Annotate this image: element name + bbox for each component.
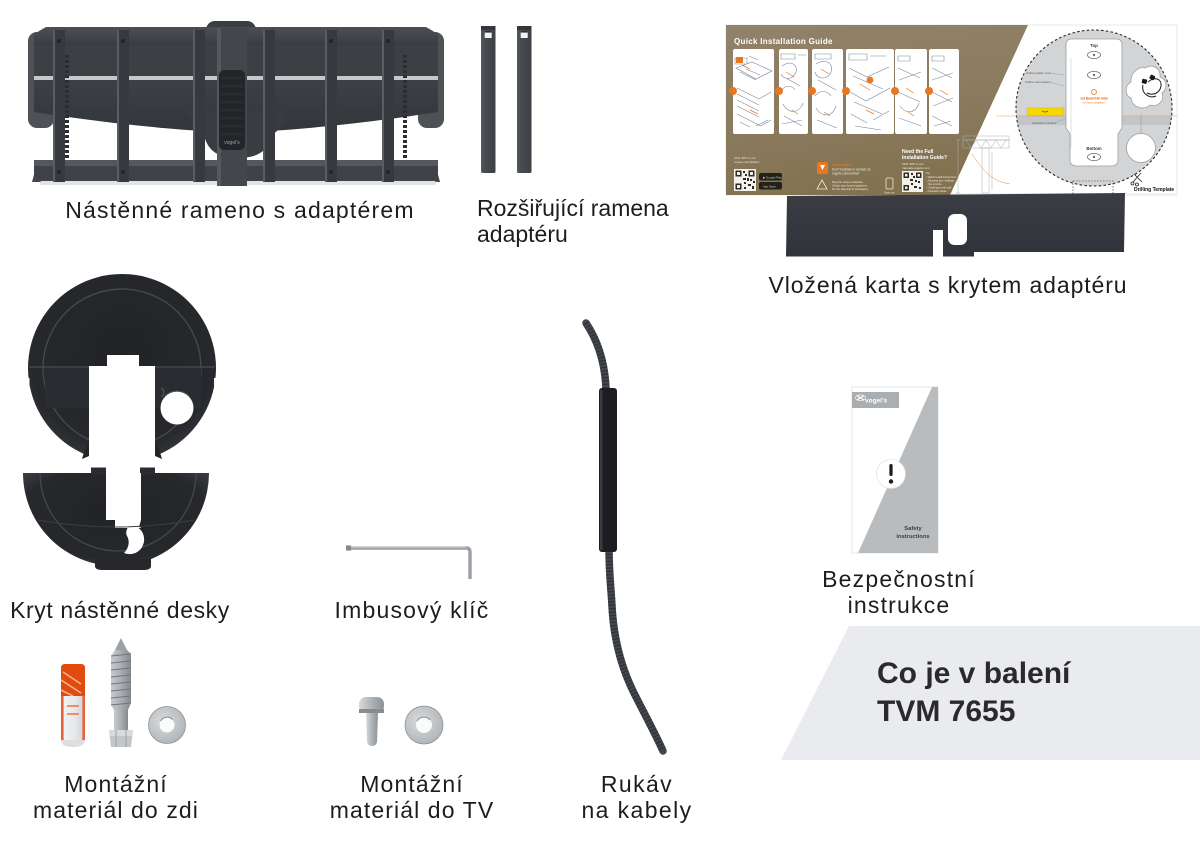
svg-text:0161 085 xx xxx: 0161 085 xx xxx (902, 162, 924, 166)
svg-text:Check your local regulations: Check your local regulations (832, 184, 868, 188)
svg-text:for easy installation: for easy installation (1082, 101, 1106, 105)
svg-text:Scan me: Scan me (884, 191, 895, 195)
svg-text:▶ Google Play: ▶ Google Play (763, 175, 782, 179)
svg-text:for the disposal of packaging.: for the disposal of packaging. (832, 187, 869, 191)
svg-text:- Tips & tricks: - Tips & tricks (926, 182, 942, 186)
svg-text:vogels.com/contact: vogels.com/contact (832, 172, 859, 176)
svg-text:0161 085 xx xxx: 0161 085 xx xxx (734, 156, 756, 160)
svg-text:App Store: App Store (763, 184, 776, 188)
svg-text:- Adjusting tips / settings: - Adjusting tips / settings (926, 179, 955, 183)
svg-text:Recycle carton materials.: Recycle carton materials. (832, 180, 864, 184)
svg-text:- Watch install instructions: - Watch install instructions (926, 175, 957, 179)
svg-text:- Challenges with wall: - Challenges with wall (926, 186, 952, 190)
svg-text:instructions: instructions (896, 534, 929, 540)
svg-text:vogel's: vogel's (865, 398, 888, 405)
svg-text:Bottom: Bottom (1086, 146, 1101, 151)
svg-text:Don't hesitate to contact us:: Don't hesitate to contact us: (832, 168, 871, 172)
svg-text:Top: Top (1090, 43, 1098, 48)
svg-text:- Inspiration ideas: - Inspiration ideas (926, 189, 947, 193)
svg-text:vogel's: vogel's (224, 140, 240, 146)
svg-text:Outline plastic cover: Outline plastic cover (1026, 71, 1051, 75)
svg-text:Drilling Template: Drilling Template (1134, 187, 1174, 193)
svg-text:vogels.com/drilltips: vogels.com/drilltips (734, 160, 760, 164)
svg-text:1st Bearfork hole: 1st Bearfork hole (1080, 97, 1108, 101)
svg-text:Outline steel adapter: Outline steel adapter (1025, 80, 1051, 84)
svg-text:manuals.vogels.com: manuals.vogels.com (902, 166, 930, 170)
svg-text:Tip:: Tip: (926, 171, 931, 175)
svg-text:Need help?: Need help? (832, 163, 851, 167)
svg-text:Need the Full: Need the Full (902, 149, 934, 155)
svg-text:Safety: Safety (904, 526, 922, 532)
svg-text:Centerline interface: Centerline interface (1032, 121, 1057, 125)
svg-text:Quick Installation Guide: Quick Installation Guide (734, 37, 833, 46)
svg-text:Installation Guide?: Installation Guide? (902, 155, 947, 161)
